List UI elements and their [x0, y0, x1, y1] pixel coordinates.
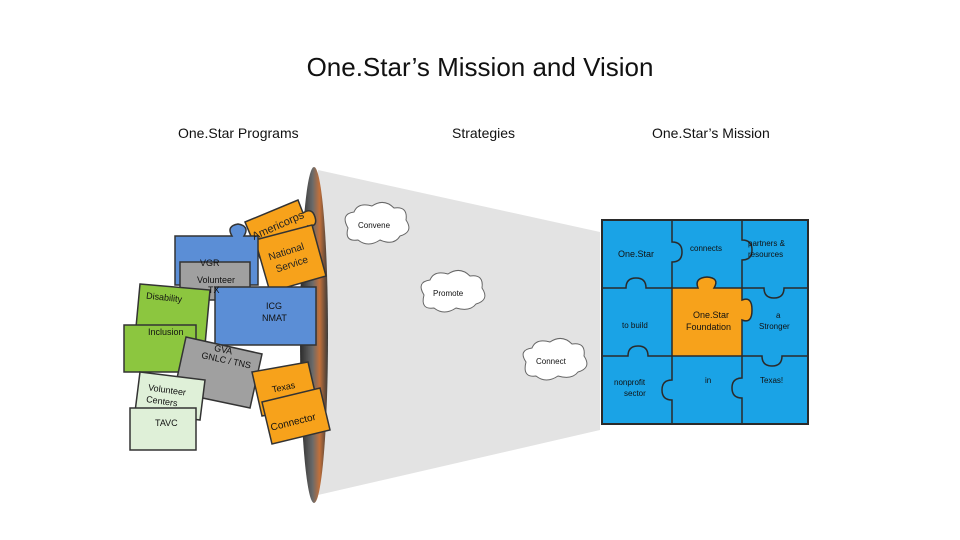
program-label-volunteer: Volunteer	[197, 275, 235, 285]
puzzle-piece-tavc	[129, 407, 197, 451]
mission-label-foundation-1: One.Star	[693, 310, 729, 320]
mission-label-onestar: One.Star	[618, 249, 654, 259]
strategy-cloud-promote: Promote	[420, 270, 486, 313]
header-programs: One.Star Programs	[178, 125, 299, 141]
mission-label-stronger-1: a	[776, 311, 781, 320]
program-label-nmat: NMAT	[262, 313, 287, 323]
header-strategies: Strategies	[452, 125, 516, 141]
mission-label-connects: connects	[690, 244, 722, 253]
mission-label-stronger-2: Stronger	[759, 322, 790, 331]
programs-puzzle: Americorps National Service VGR Voluntee…	[123, 199, 331, 451]
mission-grid-line-v1	[661, 220, 683, 424]
program-label-icg: ICG	[266, 301, 282, 311]
header-mission: One.Star’s Mission	[652, 125, 770, 141]
mission-piece-foundation	[671, 276, 753, 357]
program-label-texas: Texas	[271, 380, 297, 395]
program-label-tavc: TAVC	[155, 418, 178, 428]
mission-label-to-build: to build	[622, 321, 648, 330]
mission-label-nonprofit: nonprofit	[614, 378, 646, 387]
mission-label-partners-1: partners &	[748, 239, 786, 248]
mission-grid-line-h1	[602, 277, 808, 299]
program-label-volunteer-centers-2: Centers	[146, 394, 179, 408]
mission-label-sector: sector	[624, 389, 646, 398]
strategy-cloud-convene: Convene	[344, 202, 410, 245]
page-title: One.Star’s Mission and Vision	[306, 52, 654, 82]
strategy-beam	[318, 170, 600, 495]
mission-grid-line-h2	[602, 345, 808, 367]
strategy-cloud-connect: Connect	[522, 338, 588, 381]
program-label-disability: Disability	[146, 291, 183, 305]
program-label-tx: TX	[208, 285, 220, 295]
puzzle-piece-connector	[261, 387, 331, 445]
program-label-inclusion: Inclusion	[148, 327, 184, 337]
mission-label-texas: Texas!	[760, 376, 783, 385]
program-label-vgr: VGR	[200, 258, 220, 268]
strategy-label-convene: Convene	[358, 221, 391, 230]
strategy-label-promote: Promote	[433, 289, 464, 298]
mission-label-partners-2: resources	[748, 250, 783, 259]
mission-grid-line-v2	[731, 220, 753, 424]
mission-label-in: in	[705, 376, 711, 385]
mission-label-foundation-2: Foundation	[686, 322, 731, 332]
mission-puzzle: One.Star connects partners & resources t…	[601, 219, 809, 425]
puzzle-piece-national-service	[254, 224, 327, 293]
puzzle-piece-icg-nmat	[214, 286, 317, 346]
strategy-label-connect: Connect	[536, 357, 567, 366]
program-label-gva: GVA	[213, 343, 233, 357]
